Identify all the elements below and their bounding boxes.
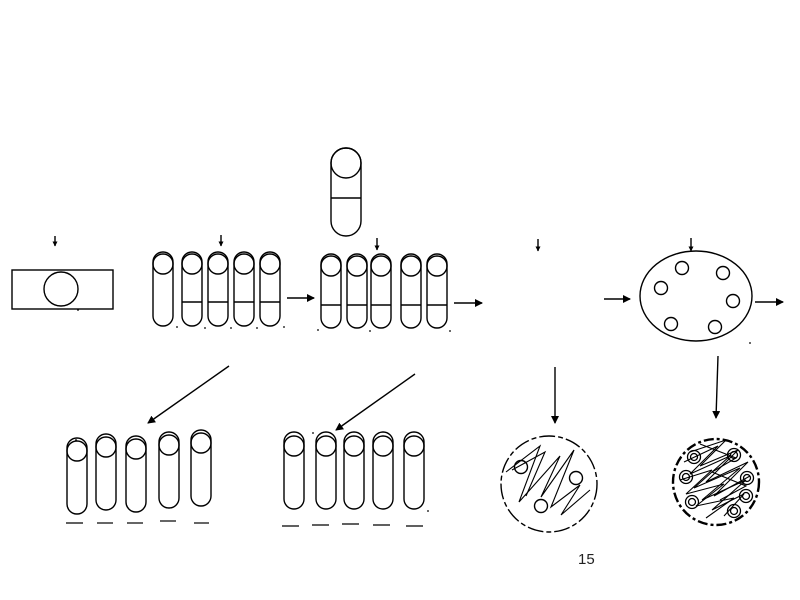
capsule xyxy=(283,431,305,510)
cell-rectangle xyxy=(11,269,114,310)
capsule xyxy=(259,251,281,327)
capsule xyxy=(403,431,425,510)
capsule xyxy=(190,429,212,507)
cell-nucleus xyxy=(43,271,79,307)
down-arrow-2 xyxy=(712,355,721,419)
capsule xyxy=(95,433,117,511)
capsule xyxy=(320,253,342,329)
capsule xyxy=(400,253,422,329)
stage-2-capsules xyxy=(152,251,281,327)
capsule xyxy=(152,251,174,327)
page-number: 15 xyxy=(578,551,595,568)
capsule xyxy=(370,253,392,329)
bottom-left-capsules xyxy=(66,429,212,524)
dashes xyxy=(66,520,209,524)
capsule xyxy=(343,431,365,510)
top-capsule xyxy=(330,147,362,237)
stage-3-capsules xyxy=(320,253,448,329)
capsule xyxy=(181,251,203,327)
stage-5-ellipse xyxy=(639,250,753,342)
bottom-middle-capsules xyxy=(282,431,425,527)
capsule xyxy=(207,251,229,327)
capsule xyxy=(315,431,337,510)
capsule xyxy=(372,431,394,510)
zigzag-circle-2 xyxy=(671,437,761,527)
capsule xyxy=(233,251,255,327)
capsule xyxy=(426,253,448,329)
capsule xyxy=(346,253,368,329)
capsule xyxy=(158,431,180,509)
zigzag-circle-1 xyxy=(500,435,598,533)
capsule xyxy=(66,437,88,515)
capsule xyxy=(125,435,147,513)
dashes xyxy=(282,523,423,527)
branch-arrow-1 xyxy=(147,365,230,424)
branch-arrow-2 xyxy=(335,373,416,431)
stage-markers xyxy=(52,235,694,252)
dot-marks xyxy=(75,309,751,512)
stage-1-cell xyxy=(11,269,114,310)
